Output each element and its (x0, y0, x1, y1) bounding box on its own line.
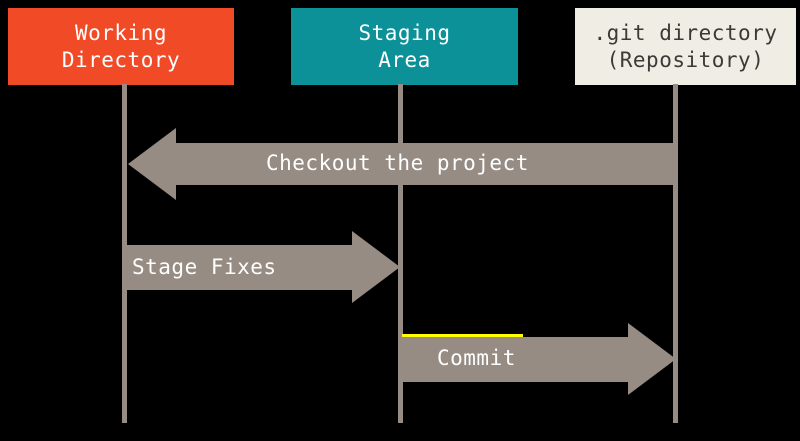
stage-label-line1: Staging (358, 20, 451, 45)
arrow-head-checkout-icon (128, 128, 176, 200)
arrow-head-stage-fixes-icon (352, 231, 400, 303)
arrow-shaft-stage-fixes (124, 245, 352, 290)
arrow-label-commit: Commit (437, 346, 516, 370)
arrow-shaft-commit (402, 337, 628, 382)
stage-label-line2: Directory (61, 47, 181, 72)
arrow-accent-commit (402, 334, 523, 337)
arrow-shaft-checkout (176, 143, 676, 185)
stage-label-line1: Working (74, 20, 167, 45)
lifeline-staging-area (398, 84, 403, 423)
stage-label-line2: Area (378, 47, 431, 72)
stage-label-line2: (Repository) (606, 47, 765, 72)
stage-box-git-directory: .git directory(Repository) (575, 8, 796, 85)
arrow-label-stage-fixes: Stage Fixes (132, 255, 277, 279)
lifeline-git-directory (673, 84, 678, 423)
arrow-head-commit-icon (628, 323, 676, 395)
arrow-label-checkout: Checkout the project (266, 151, 529, 175)
stage-label-git-directory: .git directory(Repository) (593, 20, 777, 74)
stage-label-line1: .git directory (593, 20, 778, 45)
